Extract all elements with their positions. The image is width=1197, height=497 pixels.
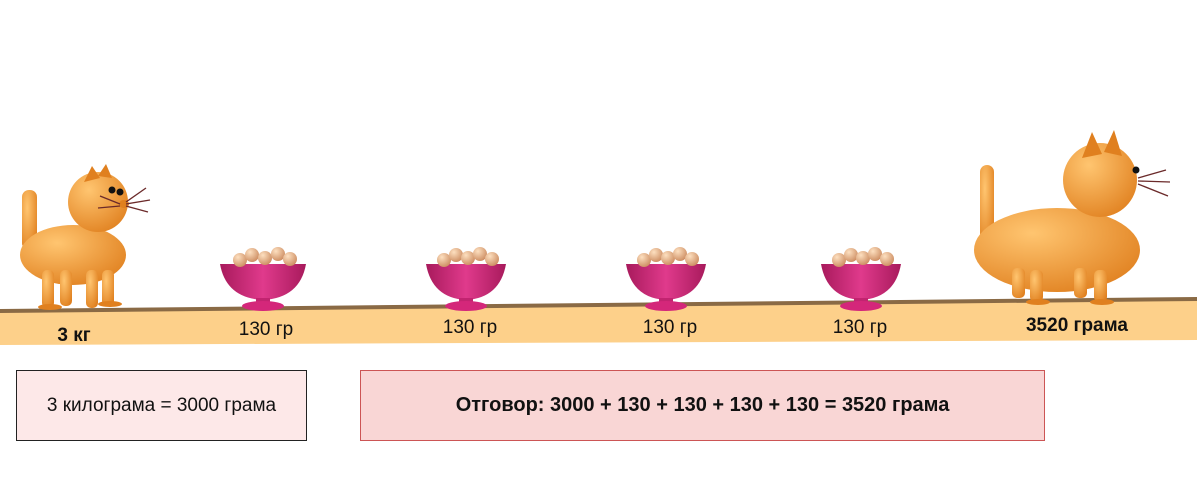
bowl-3-weight-label: 130 гр: [642, 317, 698, 338]
bowl-2-weight-label: 130 гр: [442, 317, 498, 338]
answer-box: Отговор: 3000 + 130 + 130 + 130 + 130 = …: [360, 370, 1045, 441]
bowl-4: [821, 247, 901, 311]
conversion-box: 3 килограма = 3000 грама: [16, 370, 307, 441]
small-cat: [20, 164, 151, 310]
bowl-3: [626, 247, 706, 311]
bowl-1-weight-label: 130 гр: [238, 319, 294, 340]
answer-text: Отговор: 3000 + 130 + 130 + 130 + 130 = …: [455, 394, 950, 416]
bowl-2: [426, 247, 506, 311]
shelf: [0, 297, 1197, 345]
small-cat-weight-label: 3 кг: [57, 325, 91, 346]
bowl-1: [220, 247, 306, 311]
big-cat: [974, 130, 1171, 305]
bowl-4-weight-label: 130 гр: [832, 317, 888, 338]
conversion-text: 3 килограма = 3000 грама: [46, 394, 277, 416]
big-cat-weight-label: 3520 грама: [1025, 315, 1129, 336]
